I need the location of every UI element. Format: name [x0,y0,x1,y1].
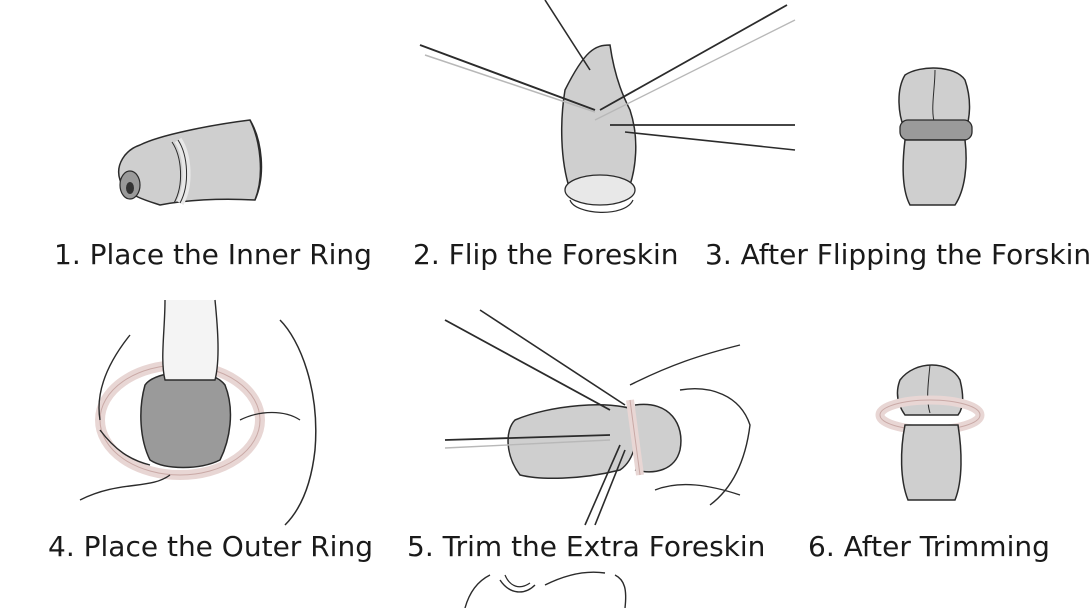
step-3-illustration [880,65,990,215]
step-3-caption: 3. After Flipping the Forskin [705,238,1091,271]
step-2-illustration [415,0,805,230]
step-5-caption: 5. Trim the Extra Foreskin [407,530,766,563]
step-4-illustration [70,299,370,530]
step-1-illustration [100,100,280,220]
step-6-caption: 6. After Trimming [808,530,1050,563]
step-6-illustration [870,355,990,510]
partial-illustration [455,565,645,608]
step-2-caption: 2. Flip the Foreskin [413,238,679,271]
step-5-illustration [440,305,780,530]
step-1-caption: 1. Place the Inner Ring [54,238,372,271]
step-4-caption: 4. Place the Outer Ring [48,530,373,563]
